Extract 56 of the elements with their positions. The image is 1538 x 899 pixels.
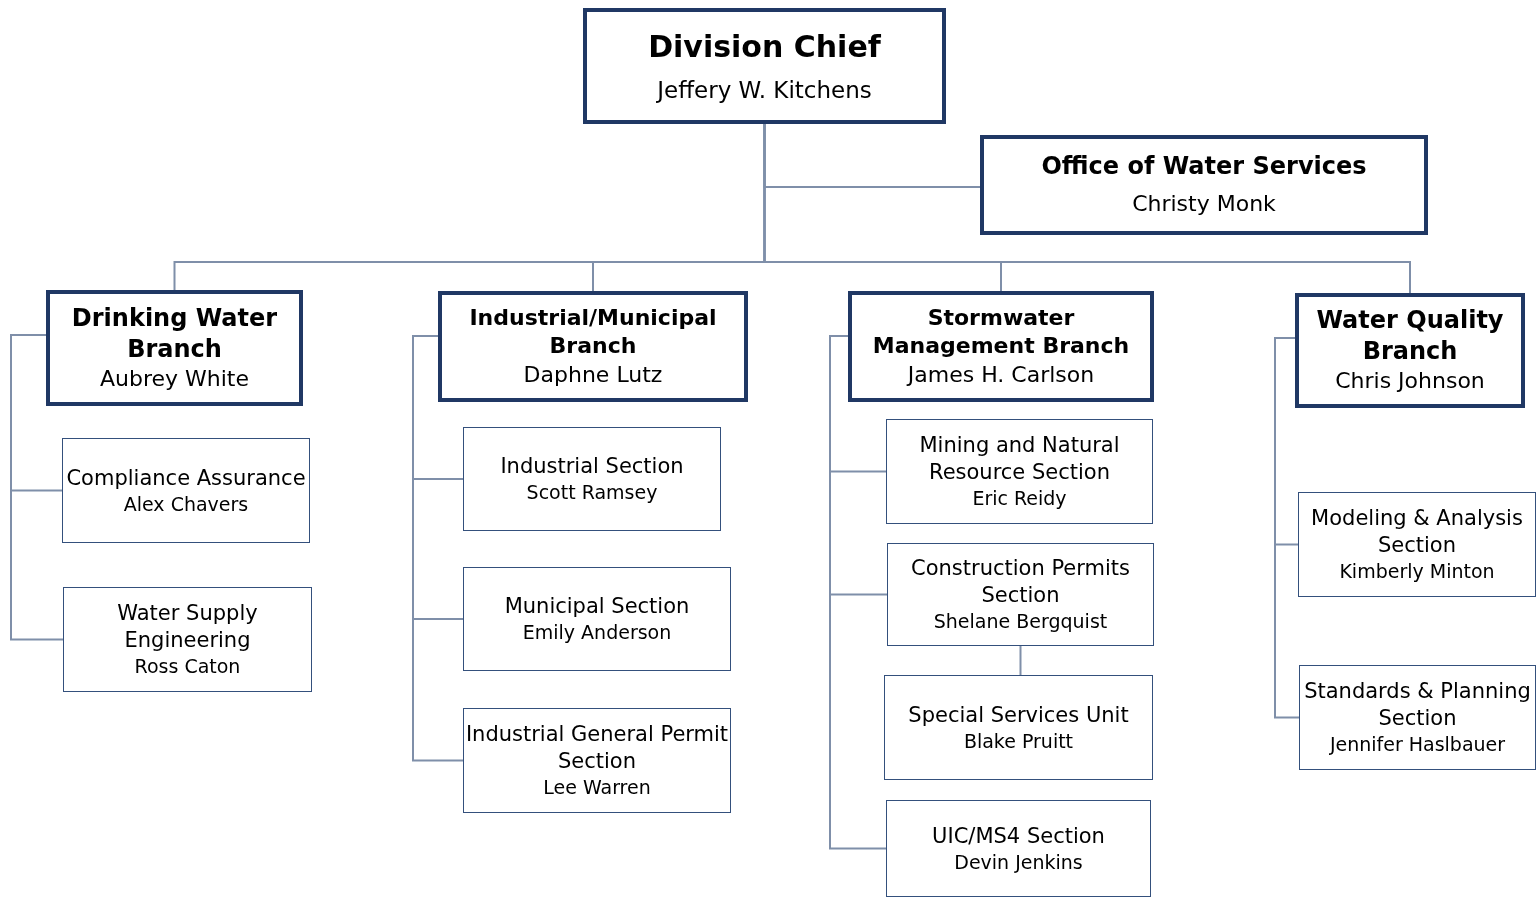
unit-title: Construction Permits Section — [910, 554, 1131, 610]
person-name: Devin Jenkins — [954, 849, 1083, 875]
branch-box — [438, 291, 748, 402]
section-box — [884, 675, 1153, 780]
branch-box — [980, 135, 1428, 235]
connector-line — [1019, 645, 1022, 676]
unit-title: Division Chief — [648, 27, 881, 66]
person-name: Jennifer Haslbauer — [1329, 732, 1506, 758]
section-box — [63, 587, 312, 692]
connector-line — [412, 335, 464, 762]
unit-title: Municipal Section — [504, 593, 690, 620]
section-box — [1298, 492, 1536, 597]
person-name: Aubrey White — [99, 364, 249, 393]
person-name: Blake Pruitt — [963, 728, 1074, 754]
person-name: James H. Carlson — [907, 360, 1095, 389]
unit-title: Office of Water Services — [1041, 151, 1367, 183]
person-name: Jeffery W. Kitchens — [657, 75, 872, 105]
person-name: Christy Monk — [1132, 190, 1276, 219]
section-box — [62, 438, 310, 543]
unit-title: Industrial General Permit Section — [464, 720, 730, 776]
person-name: Shelane Bergquist — [933, 609, 1108, 635]
branch-box — [848, 291, 1154, 402]
unit-title: Special Services Unit — [908, 701, 1129, 729]
unit-title: Modeling & Analysis Section — [1310, 504, 1524, 560]
section-box — [887, 543, 1154, 646]
person-name: Eric Reidy — [972, 486, 1067, 512]
section-box — [463, 567, 731, 671]
person-name: Ross Caton — [134, 654, 241, 680]
person-name: Daphne Lutz — [523, 360, 663, 389]
unit-title: UIC/MS4 Section — [932, 822, 1105, 850]
section-box — [463, 427, 721, 531]
unit-title: Stormwater Management Branch — [871, 303, 1131, 361]
connector-line — [1274, 337, 1300, 719]
section-box — [1299, 665, 1536, 770]
branch-box — [46, 290, 303, 406]
person-name: Kimberly Minton — [1339, 559, 1495, 585]
person-name: Emily Anderson — [522, 620, 672, 645]
unit-title: Standards & Planning Section — [1303, 677, 1532, 733]
person-name: Lee Warren — [543, 775, 651, 801]
person-name: Chris Johnson — [1335, 367, 1485, 396]
unit-title: Compliance Assurance — [66, 464, 306, 492]
connector-line — [10, 334, 64, 641]
unit-title: Industrial Section — [500, 453, 684, 480]
person-name: Scott Ramsey — [526, 480, 658, 505]
section-box — [463, 708, 731, 813]
unit-title: Water Supply Engineering — [116, 599, 259, 655]
section-box — [886, 800, 1151, 897]
unit-title: Water Quality Branch — [1315, 305, 1505, 368]
unit-title: Industrial/Municipal Branch — [468, 303, 718, 361]
branch-box — [583, 8, 946, 124]
connector-line — [829, 335, 887, 850]
person-name: Alex Chavers — [123, 491, 249, 517]
unit-title: Drinking Water Branch — [70, 302, 279, 365]
unit-title: Mining and Natural Resource Section — [918, 431, 1121, 487]
branch-box — [1295, 293, 1525, 408]
section-box — [886, 419, 1153, 524]
